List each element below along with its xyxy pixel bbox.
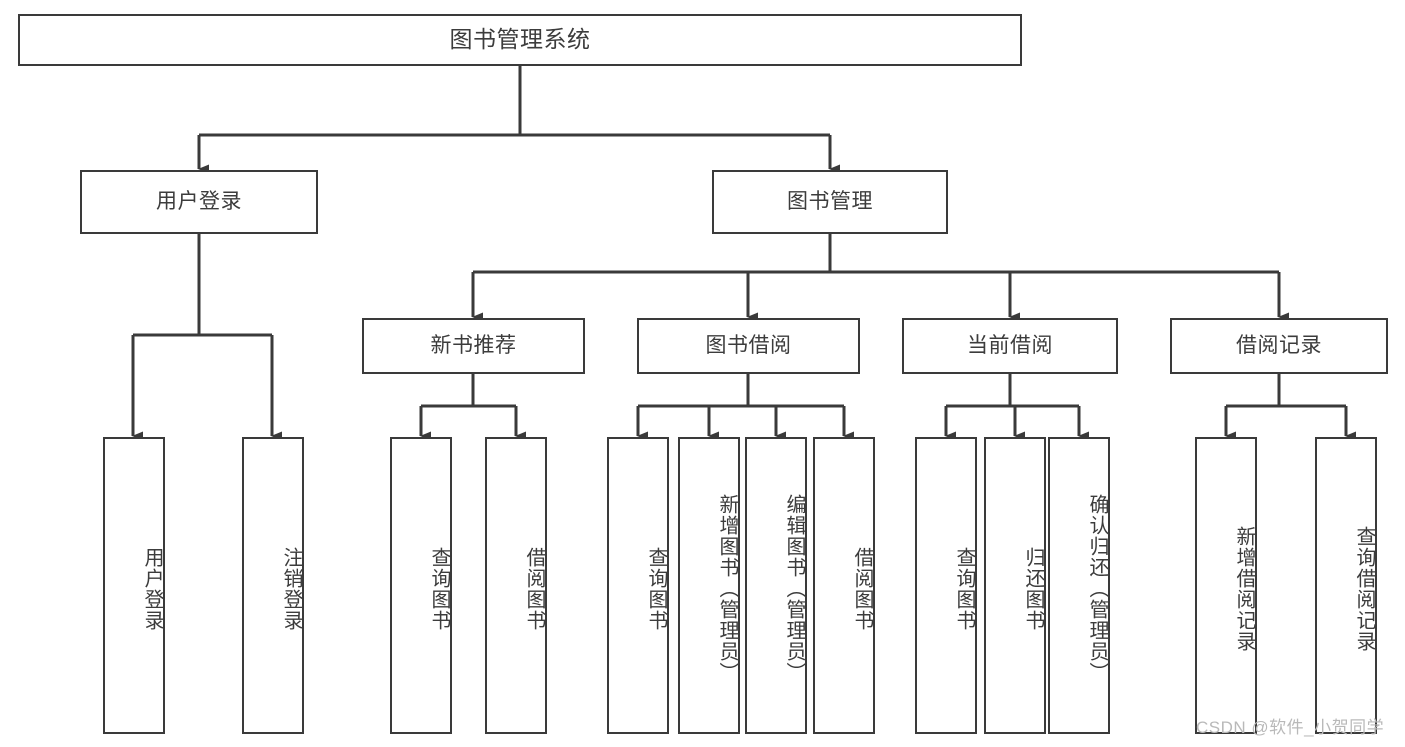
node-leaf-borrow-book-1[interactable]: 借阅图书 <box>485 437 547 734</box>
node-leaf-add-record[interactable]: 新增借阅记录 <box>1195 437 1257 734</box>
node-borrow-record[interactable]: 借阅记录 <box>1170 318 1388 374</box>
node-leaf-user-login-label: 用户登录 <box>141 546 163 631</box>
node-leaf-confirm-return-label: 确认归还（管理员） <box>1086 494 1108 683</box>
node-new-book-rec[interactable]: 新书推荐 <box>362 318 585 374</box>
node-leaf-add-book[interactable]: 新增图书（管理员） <box>678 437 740 734</box>
node-leaf-query-book-2-label: 查询图书 <box>645 546 667 631</box>
node-book-borrow-label: 图书借阅 <box>705 334 792 358</box>
node-borrow-record-label: 借阅记录 <box>1236 334 1322 358</box>
node-leaf-return-book-label: 归还图书 <box>1022 546 1044 631</box>
node-leaf-borrow-book-1-label: 借阅图书 <box>523 546 545 631</box>
node-leaf-logout-label: 注销登录 <box>280 546 302 631</box>
node-leaf-user-login[interactable]: 用户登录 <box>103 437 165 734</box>
node-current-borrow-label: 当前借阅 <box>967 334 1053 358</box>
node-leaf-query-record-label: 查询借阅记录 <box>1353 525 1375 652</box>
node-user-login-label: 用户登录 <box>156 190 242 214</box>
node-leaf-borrow-book-2-label: 借阅图书 <box>851 546 873 631</box>
node-user-login[interactable]: 用户登录 <box>80 170 318 234</box>
node-book-manage[interactable]: 图书管理 <box>712 170 948 234</box>
node-book-borrow[interactable]: 图书借阅 <box>637 318 860 374</box>
node-leaf-return-book[interactable]: 归还图书 <box>984 437 1046 734</box>
node-leaf-query-record[interactable]: 查询借阅记录 <box>1315 437 1377 734</box>
node-leaf-add-book-label: 新增图书（管理员） <box>716 494 738 683</box>
node-leaf-confirm-return[interactable]: 确认归还（管理员） <box>1048 437 1110 734</box>
node-leaf-add-record-label: 新增借阅记录 <box>1233 525 1255 652</box>
watermark: CSDN @软件_小贺同学 <box>1196 718 1385 737</box>
node-leaf-query-book-3-label: 查询图书 <box>953 546 975 631</box>
node-leaf-query-book-3[interactable]: 查询图书 <box>915 437 977 734</box>
node-book-manage-label: 图书管理 <box>787 190 873 214</box>
node-leaf-query-book-2[interactable]: 查询图书 <box>607 437 669 734</box>
node-leaf-borrow-book-2[interactable]: 借阅图书 <box>813 437 875 734</box>
node-current-borrow[interactable]: 当前借阅 <box>902 318 1118 374</box>
node-leaf-edit-book-label: 编辑图书（管理员） <box>783 494 805 683</box>
node-leaf-logout[interactable]: 注销登录 <box>242 437 304 734</box>
node-root-label: 图书管理系统 <box>449 26 591 53</box>
node-leaf-query-book-1-label: 查询图书 <box>428 546 450 631</box>
node-root[interactable]: 图书管理系统 <box>18 14 1022 66</box>
node-leaf-query-book-1[interactable]: 查询图书 <box>390 437 452 734</box>
node-leaf-edit-book[interactable]: 编辑图书（管理员） <box>745 437 807 734</box>
node-new-book-rec-label: 新书推荐 <box>430 334 517 358</box>
